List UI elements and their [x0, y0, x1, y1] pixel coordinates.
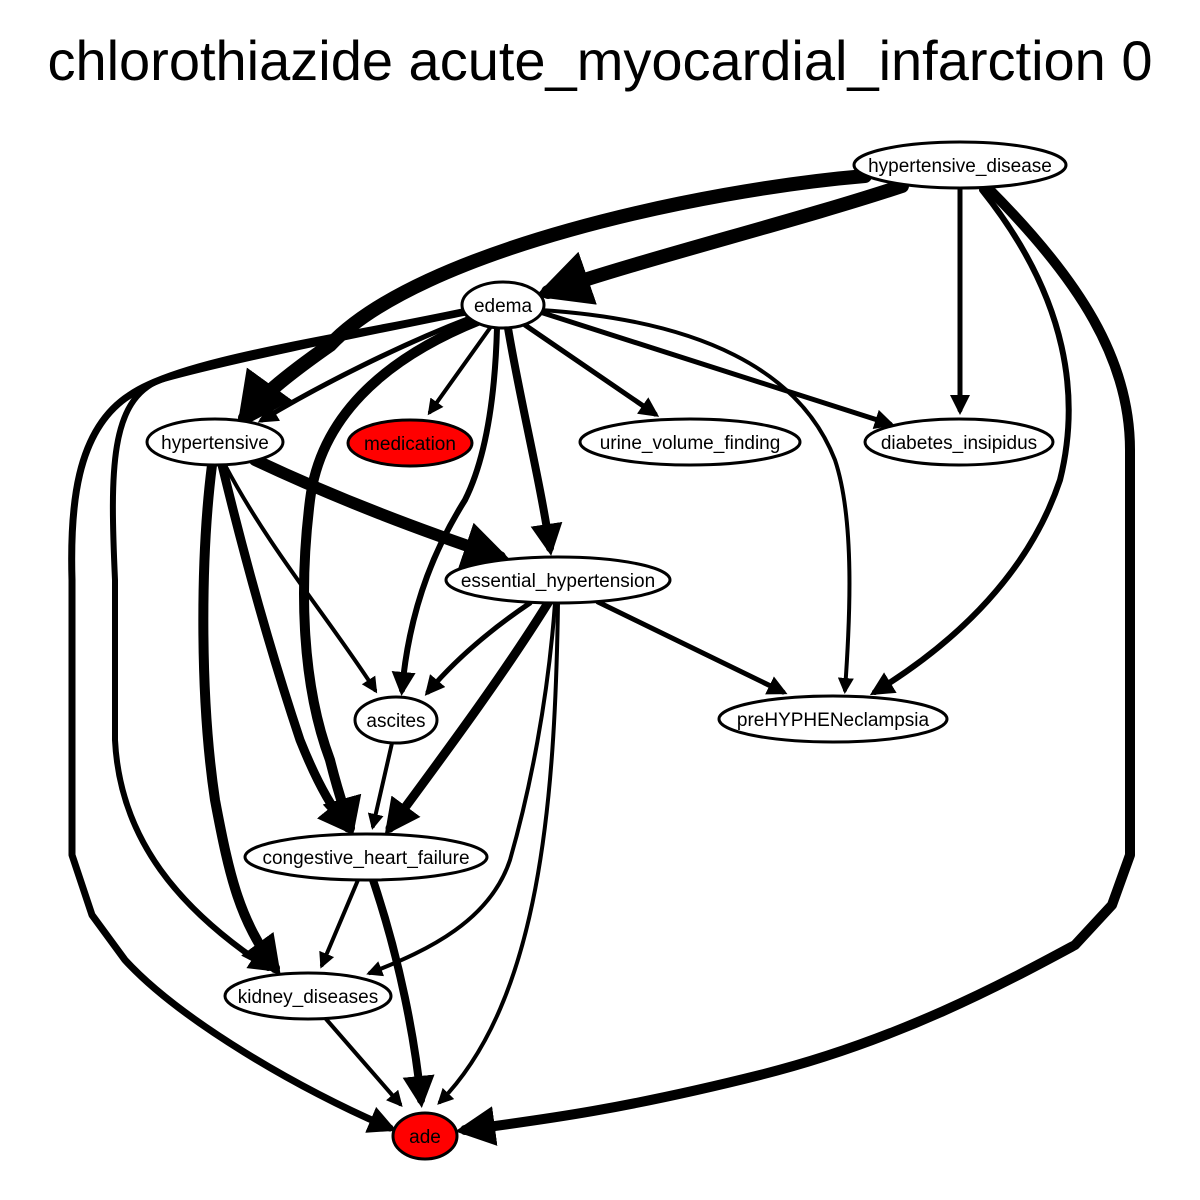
node-label-diabetes_insipidus: diabetes_insipidus [881, 433, 1037, 454]
node-label-urine_volume_finding: urine_volume_finding [600, 433, 781, 454]
node-label-medication: medication [364, 434, 456, 455]
node-shape-preHYPHENeclampsia [717, 694, 949, 744]
node-diabetes_insipidus: diabetes_insipidus [863, 417, 1055, 467]
node-label-hypertensive_disease: hypertensive_disease [868, 156, 1052, 177]
edge-hypertensive_disease-to-ade [455, 183, 1135, 1146]
node-ascites: ascites [353, 695, 439, 745]
edge-essential_hypertension-to-ade [437, 601, 560, 1105]
node-shape-hypertensive_disease [852, 140, 1068, 190]
edge-essential_hypertension-to-preHYPHENeclampsia [595, 599, 788, 695]
node-shape-ade [391, 1111, 459, 1161]
node-label-preHYPHENeclampsia: preHYPHENeclampsia [737, 710, 930, 731]
edge-essential_hypertension-to-kidney_diseases [366, 601, 557, 977]
graph-title: chlorothiazide acute_myocardial_infarcti… [47, 29, 1153, 92]
node-urine_volume_finding: urine_volume_finding [578, 417, 802, 467]
node-edema: edema [460, 280, 546, 330]
node-essential_hypertension: essential_hypertension [444, 555, 672, 605]
node-ade: ade [391, 1111, 459, 1161]
node-shape-edema [460, 280, 546, 330]
edge-hypertensive-to-ascites [223, 463, 378, 694]
edge-edema-to-ade [68, 308, 466, 1133]
edge-essential_hypertension-to-ascites [424, 600, 533, 696]
edge-edema-to-hypertensive [257, 315, 473, 423]
node-congestive_heart_failure: congestive_heart_failure [243, 832, 489, 882]
edge-congestive_heart_failure-to-kidney_diseases [319, 878, 360, 969]
edge-edema-to-ascites [391, 325, 500, 696]
edge-edema-to-diabetes_insipidus [537, 309, 895, 429]
node-shape-kidney_diseases [223, 971, 393, 1021]
edge-edema-to-congestive_heart_failure [299, 315, 485, 838]
node-kidney_diseases: kidney_diseases [223, 971, 393, 1021]
edge-edema-to-essential_hypertension [504, 324, 563, 556]
edge-kidney_diseases-to-ade [324, 1017, 403, 1108]
node-shape-diabetes_insipidus [863, 417, 1055, 467]
edge-edema-to-urine_volume_finding [522, 322, 660, 417]
node-label-essential_hypertension: essential_hypertension [461, 571, 655, 592]
edge-ascites-to-congestive_heart_failure [367, 741, 394, 830]
node-shape-medication [346, 418, 474, 468]
node-shape-hypertensive [145, 417, 285, 467]
edges-layer [68, 169, 1135, 1146]
node-label-edema: edema [474, 296, 533, 317]
node-shape-ascites [353, 695, 439, 745]
edge-hypertensive_disease-to-hypertensive [236, 169, 872, 430]
node-hypertensive: hypertensive [145, 417, 285, 467]
edge-congestive_heart_failure-to-ade [369, 876, 435, 1108]
edge-edema-to-preHYPHENeclampsia [538, 308, 854, 694]
edge-edema-to-medication [427, 326, 492, 416]
node-label-ade: ade [409, 1127, 441, 1148]
node-label-ascites: ascites [366, 711, 425, 732]
node-preHYPHENeclampsia: preHYPHENeclampsia [717, 694, 949, 744]
node-medication: medication [346, 418, 474, 468]
edge-hypertensive-to-kidney_diseases [198, 460, 281, 977]
node-shape-essential_hypertension [444, 555, 672, 605]
node-shape-congestive_heart_failure [243, 832, 489, 882]
node-shape-urine_volume_finding [578, 417, 802, 467]
node-label-kidney_diseases: kidney_diseases [238, 987, 378, 1008]
edge-hypertensive_disease-to-preHYPHENeclampsia [869, 187, 1072, 696]
edge-hypertensive_disease-to-edema [534, 179, 909, 305]
edge-hypertensive-to-congestive_heart_failure [217, 460, 354, 835]
node-label-congestive_heart_failure: congestive_heart_failure [262, 848, 469, 869]
node-label-hypertensive: hypertensive [161, 433, 269, 454]
edge-essential_hypertension-to-congestive_heart_failure [384, 598, 553, 836]
node-hypertensive_disease: hypertensive_disease [852, 140, 1068, 190]
edge-hypertensive-to-essential_hypertension [249, 454, 512, 569]
